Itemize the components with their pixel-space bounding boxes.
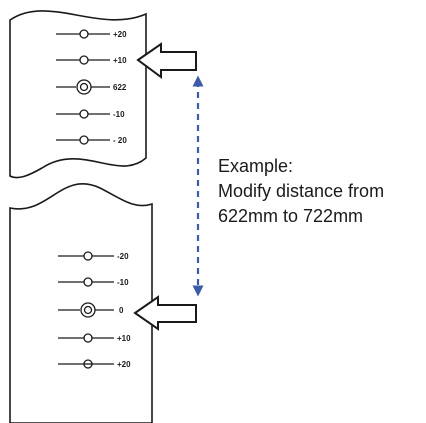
lower-tick-row: +10 — [58, 333, 131, 343]
example-line-1: Modify distance from — [218, 181, 385, 201]
lower-tick-label: -20 — [117, 252, 129, 261]
lower-scale: -20 -10 0 +10 +20 — [58, 251, 131, 369]
lower-hollow-arrow-icon — [133, 295, 197, 331]
upper-tick-label: - 20 — [113, 136, 127, 145]
upper-hollow-arrow-icon — [136, 42, 197, 79]
lower-tick-row: +20 — [58, 359, 131, 369]
upper-tick-row: - 20 — [56, 135, 127, 145]
upper-scale: +20 +10 622 -10 - 20 — [56, 29, 127, 145]
lower-strip-outline — [9, 182, 153, 423]
lower-tick-label: +20 — [117, 360, 131, 369]
lower-tick-row: -10 — [58, 277, 129, 287]
upper-tick-row-indicator: 622 — [56, 79, 127, 95]
upper-tick-label: 622 — [113, 83, 127, 92]
lower-tick-label: -10 — [117, 278, 129, 287]
example-line-2: 622mm to 722mm — [218, 206, 364, 226]
example-note: Example: Modify distance from 622mm to 7… — [218, 154, 423, 229]
lower-tick-label: 0 — [119, 306, 124, 315]
upper-tick-row: -10 — [56, 109, 125, 119]
lower-tick-row: -20 — [58, 251, 129, 261]
upper-tick-label: +20 — [113, 30, 127, 39]
upper-tick-row: +20 — [56, 29, 127, 39]
example-heading: Example: — [218, 156, 294, 176]
upper-tick-label: -10 — [113, 110, 125, 119]
upper-tick-row: +10 — [56, 55, 127, 65]
lower-tick-row-indicator: 0 — [58, 302, 124, 318]
upper-tick-label: +10 — [113, 56, 127, 65]
upper-strip-outline — [9, 10, 147, 179]
lower-tick-label: +10 — [117, 334, 131, 343]
